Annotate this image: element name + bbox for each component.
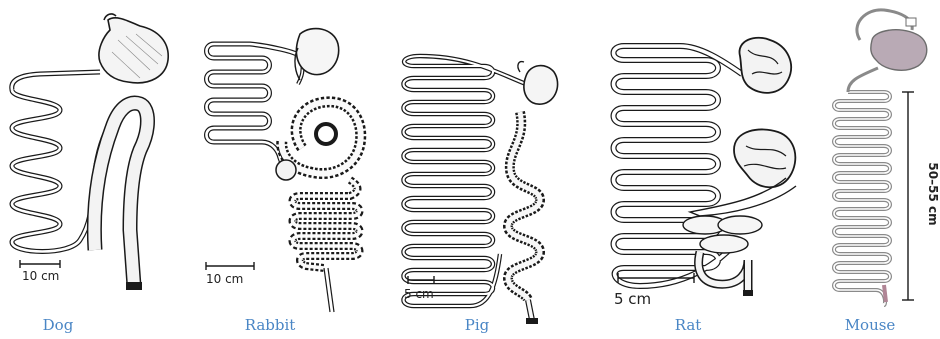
rabbit-colon [293, 180, 360, 268]
rabbit-scale-label: 10 cm [206, 272, 243, 286]
dog-scale-bar: 10 cm [20, 260, 60, 283]
rabbit-panel: 10 cm [206, 29, 361, 312]
pig-scale-bar: 5 cm [404, 276, 434, 301]
mouse-length-label: 50–55 cm [926, 162, 940, 225]
pig-scale-label: 5 cm [404, 287, 434, 301]
mouse-panel: 50–55 cm [834, 10, 940, 305]
rat-panel: 5 cm [614, 38, 797, 308]
mouse-label: Mouse [810, 316, 930, 334]
rabbit-label: Rabbit [210, 316, 330, 334]
dog-stomach [99, 18, 168, 83]
rabbit-stomach [296, 29, 338, 75]
dog-colon [94, 103, 147, 286]
pig-panel: 5 cm [404, 56, 558, 324]
dog-rectum [126, 282, 142, 290]
rabbit-small-intestine [207, 44, 303, 166]
dog-scale-label: 10 cm [22, 269, 59, 283]
mouse-stomach [871, 30, 927, 71]
dog-label: Dog [0, 316, 118, 334]
rat-label: Rat [628, 316, 748, 334]
rat-stomach [739, 38, 791, 93]
pig-label: Pig [417, 316, 537, 334]
mouse-small-intestine [834, 92, 890, 305]
dog-panel: 10 cm [12, 14, 168, 290]
pig-stomach [524, 66, 558, 105]
pig-colon [508, 112, 540, 324]
rabbit-scale-bar: 10 cm [206, 262, 254, 286]
mouse-length-bracket: 50–55 cm [902, 92, 940, 300]
rat-scale-label: 5 cm [614, 290, 651, 308]
rat-scale-bar: 5 cm [614, 273, 694, 308]
rabbit-caecum [276, 102, 361, 180]
